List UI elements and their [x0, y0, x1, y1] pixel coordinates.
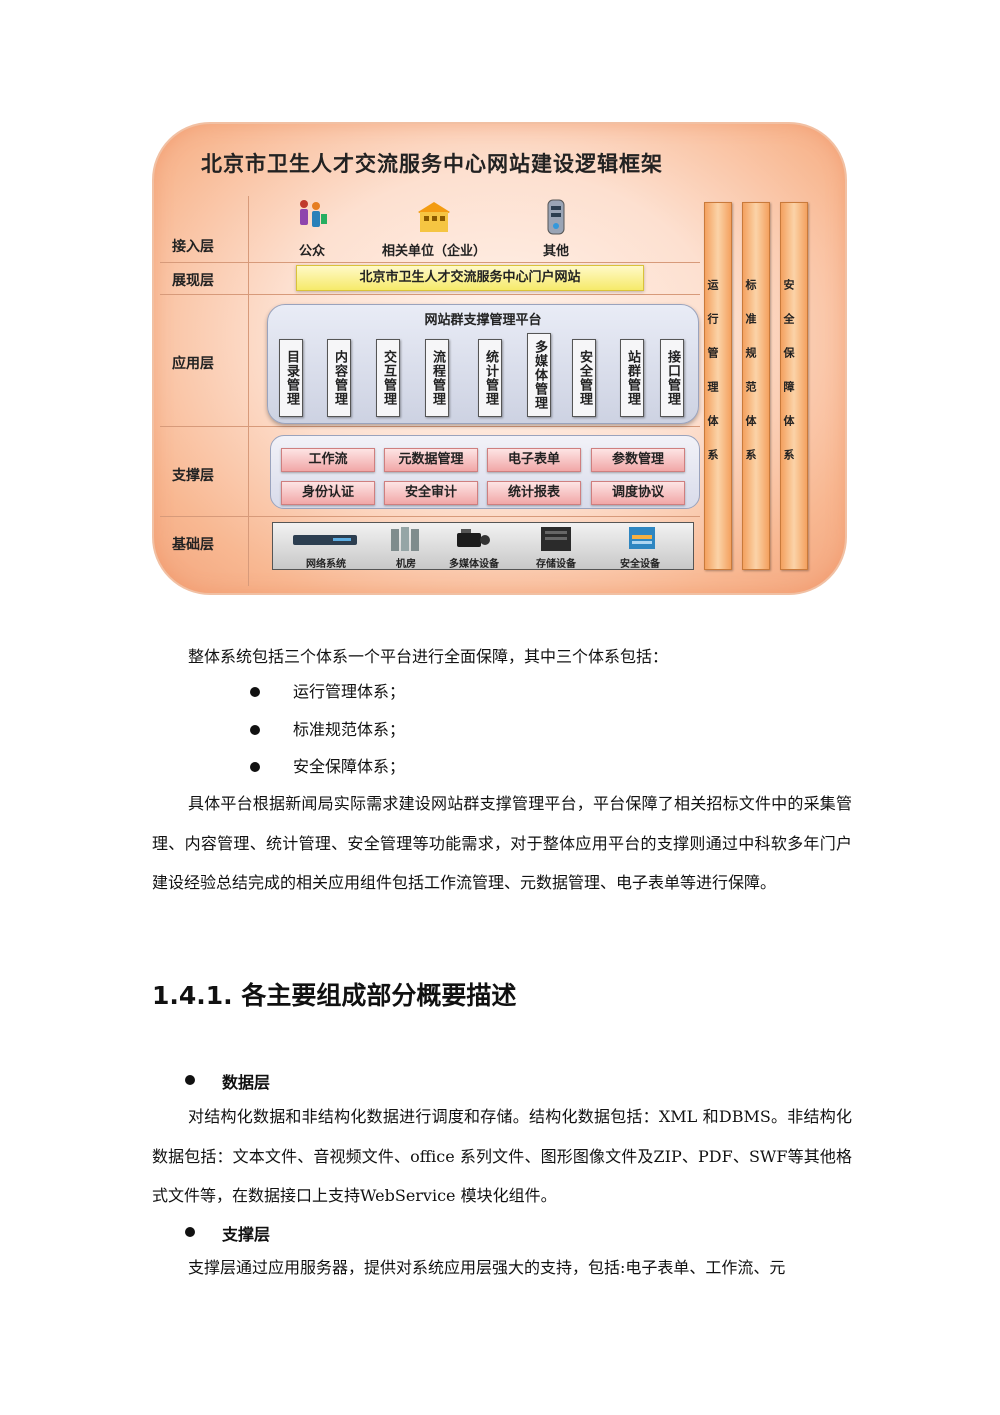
- intro-paragraph: 整体系统包括三个体系一个平台进行全面保障，其中三个体系包括：: [188, 647, 669, 666]
- support-item-identity: 身份认证: [281, 481, 375, 505]
- module-interaction: 交互管理: [376, 339, 400, 417]
- column-security: 安全保障体系: [780, 202, 808, 570]
- layer-label-access: 接入层: [172, 239, 214, 255]
- bullet-dot-icon: [250, 725, 260, 735]
- building-icon: [418, 202, 450, 232]
- storage-icon: [541, 527, 571, 551]
- camera-icon: [457, 529, 490, 547]
- column-operation-label: 运行管理体系: [706, 279, 719, 483]
- layer-label-support: 支撑层: [172, 468, 214, 484]
- column-standard-label: 标准规范体系: [744, 279, 757, 483]
- diagram-title: 北京市卫生人才交流服务中心网站建设逻辑框架: [201, 151, 663, 176]
- subsection-title: 支撑层: [222, 1225, 271, 1244]
- module-multimedia: 多媒体管理: [527, 333, 551, 417]
- access-item-label: 相关单位（企业）: [381, 244, 486, 259]
- security-device-icon: [629, 527, 655, 549]
- support-item-report: 统计报表: [487, 481, 581, 505]
- support-item-parameters: 参数管理: [591, 448, 685, 472]
- bullet-dot-icon: [250, 687, 260, 697]
- bullet-text: 标准规范体系；: [293, 720, 406, 739]
- support-item-scheduling: 调度协议: [591, 481, 685, 505]
- server-room-icon: [391, 527, 419, 551]
- infra-item-network: 网络系统: [306, 559, 346, 570]
- bullet-dot-icon: [185, 1075, 195, 1085]
- layer-label-presentation: 展现层: [172, 273, 214, 289]
- column-operation: 运行管理体系: [704, 202, 732, 570]
- support-item-eform: 电子表单: [487, 448, 581, 472]
- platform-title: 网站群支撑管理平台: [424, 313, 542, 328]
- layer-label-base: 基础层: [172, 537, 214, 553]
- body-paragraph: 具体平台根据新闻局实际需求建设网站群支撑管理平台，平台保障了相关招标文件中的采集…: [152, 794, 852, 892]
- access-item-label: 公众: [298, 244, 325, 259]
- network-switch-icon: [293, 535, 357, 545]
- module-site-group: 站群管理: [620, 339, 644, 417]
- server-icon: [547, 199, 565, 235]
- people-icon: [300, 200, 327, 227]
- access-item-other: 其他: [528, 198, 584, 259]
- layer-divider: [160, 294, 700, 295]
- support-item-workflow: 工作流: [281, 448, 375, 472]
- module-statistics: 统计管理: [478, 339, 502, 417]
- bullet-dot-icon: [185, 1227, 195, 1237]
- support-box: 工作流 元数据管理 电子表单 参数管理 身份认证 安全审计 统计报表 调度协议: [270, 435, 700, 509]
- infra-item-storage: 存储设备: [536, 559, 576, 570]
- layer-divider-vertical: [248, 196, 249, 586]
- support-item-metadata: 元数据管理: [384, 448, 478, 472]
- infra-item-security: 安全设备: [620, 559, 660, 570]
- support-item-audit: 安全审计: [384, 481, 478, 505]
- access-item-public: 公众: [282, 198, 342, 259]
- module-security: 安全管理: [572, 339, 596, 417]
- bullet-text: 运行管理体系；: [293, 682, 406, 701]
- platform-box: 网站群支撑管理平台 目录管理 内容管理 交互管理 流程管理 统计管理 多媒体管理…: [267, 304, 699, 424]
- access-item-organization: 相关单位（企业）: [374, 198, 494, 259]
- column-security-label: 安全保障体系: [782, 279, 795, 483]
- layer-divider: [160, 426, 700, 427]
- architecture-diagram: 北京市卫生人才交流服务中心网站建设逻辑框架 接入层 展现层 应用层 支撑层 基础…: [152, 122, 847, 595]
- support-layer-paragraph: 支撑层通过应用服务器，提供对系统应用层强大的支持，包括:电子表单、工作流、元: [188, 1258, 786, 1277]
- module-directory: 目录管理: [279, 339, 303, 417]
- access-item-label: 其他: [542, 244, 569, 259]
- data-layer-paragraph: 对结构化数据和非结构化数据进行调度和存储。结构化数据包括：XML 和DBMS。非…: [152, 1107, 852, 1205]
- infra-item-server-room: 机房: [396, 559, 416, 570]
- subsection-title: 数据层: [222, 1073, 271, 1092]
- column-standard: 标准规范体系: [742, 202, 770, 570]
- bullet-dot-icon: [250, 762, 260, 772]
- module-workflow: 流程管理: [425, 339, 449, 417]
- module-content: 内容管理: [327, 339, 351, 417]
- layer-label-application: 应用层: [172, 356, 214, 372]
- bullet-text: 安全保障体系；: [293, 757, 406, 776]
- layer-divider: [160, 516, 700, 517]
- portal-bar: 北京市卫生人才交流服务中心门户网站: [296, 265, 644, 291]
- layer-divider: [160, 262, 700, 263]
- section-heading: 1.4.1. 各主要组成部分概要描述: [152, 981, 517, 1010]
- infra-box: 网络系统 机房 多媒体设备 存储设备 安全设备: [272, 522, 694, 570]
- infra-item-multimedia: 多媒体设备: [449, 559, 499, 570]
- module-interface: 接口管理: [660, 339, 684, 417]
